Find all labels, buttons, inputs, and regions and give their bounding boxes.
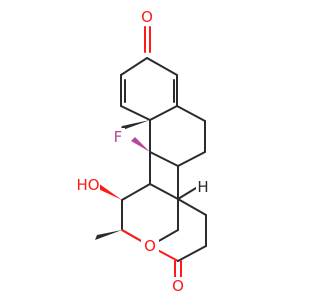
- methyl-lower-wedge: [95, 230, 122, 240]
- ketone-oxygen-label: O: [141, 8, 153, 26]
- ring-c: [121, 151, 179, 247]
- hydroxyl-label: HO: [76, 176, 99, 194]
- ring-d: [121, 198, 207, 262]
- lactone-carbonyl-oxygen-label: O: [172, 277, 184, 295]
- lactone-ring-oxygen-label: O: [144, 237, 156, 255]
- molecule-canvas: O F HO H O O: [76, 8, 210, 295]
- fluorine-label: F: [114, 128, 123, 146]
- ketone-bond: [144, 26, 151, 53]
- fluorine-wedge: [131, 137, 150, 152]
- methyl-upper-wedge: [120, 120, 150, 131]
- structure-diagram: O F HO H O O: [76, 8, 210, 295]
- ring-a: [120, 57, 178, 121]
- ring-fusion-h-label: H: [197, 178, 208, 196]
- hydroxyl-wedge: [96, 183, 122, 200]
- ring-b: [149, 105, 206, 167]
